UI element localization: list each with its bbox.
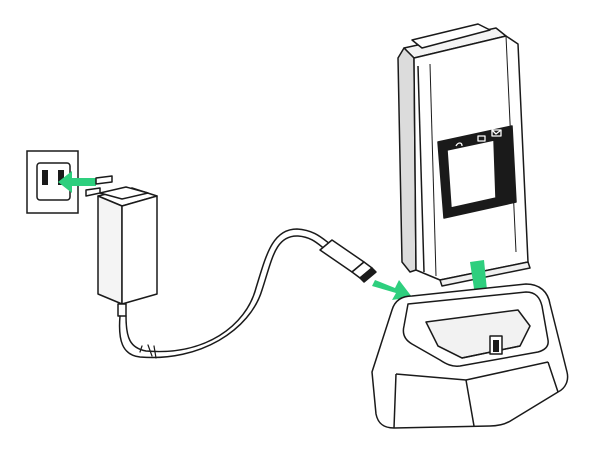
ac-adapter-icon [85,175,158,317]
usb-cable [118,228,331,359]
plug-in-arrow-icon [58,171,96,193]
charging-stand-icon [371,283,569,429]
connect-arrow-icon [372,280,412,300]
usb-plug-icon [319,239,377,283]
flip-phone-icon [397,23,531,287]
